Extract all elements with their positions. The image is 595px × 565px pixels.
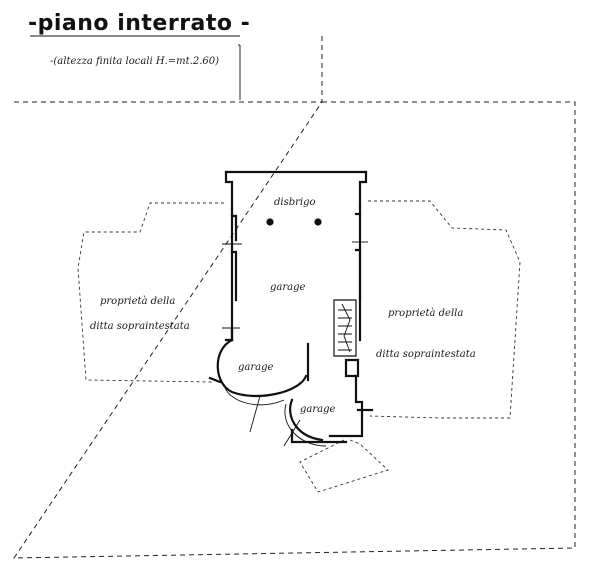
small-garage-pointer [283, 419, 301, 447]
left-neighbor-boundary [77, 202, 224, 383]
opening-ticks [222, 241, 368, 329]
room-label-disbrigo: disbrigo [274, 197, 316, 208]
column-left [266, 218, 274, 226]
right-neighbor-boundary [368, 200, 521, 419]
round-garage-walls [208, 338, 308, 406]
plan-title: -piano interrato - [28, 11, 250, 36]
round-garage-pointer [249, 395, 261, 433]
right-owner-line1: proprietà della [388, 308, 463, 319]
room-label-garage-small: garage [300, 404, 336, 415]
small-garage-walls [284, 398, 327, 447]
room-label-garage-main: garage [270, 282, 306, 293]
room-label-garage-round: garage [238, 362, 274, 373]
plan-subtitle: -(altezza finita locali H.=mt.2.60) [50, 56, 219, 67]
right-owner-line2: ditta sopraintestata [376, 349, 476, 360]
building-walls [224, 170, 374, 444]
left-owner-line2: ditta sopraintestata [90, 321, 190, 332]
column-right [314, 218, 322, 226]
left-owner-line1: proprietà della [100, 296, 175, 307]
ramp-boundary [299, 439, 389, 493]
lot-boundary [13, 34, 576, 559]
